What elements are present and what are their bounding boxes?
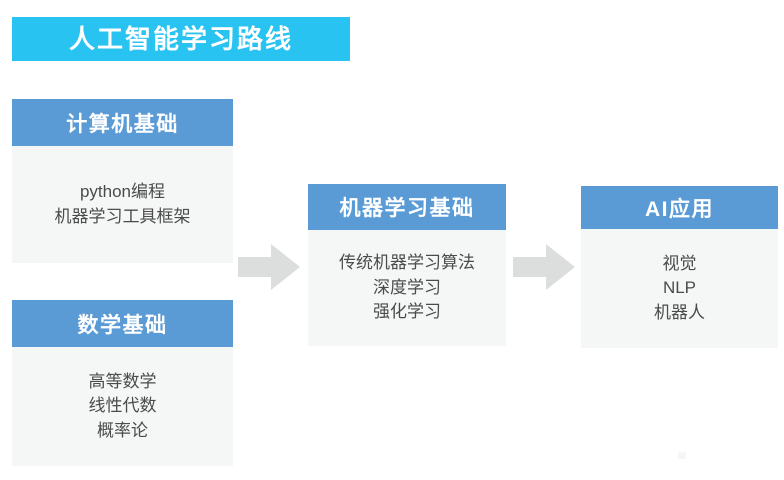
card-mathematics: 数学基础 高等数学 线性代数 概率论 bbox=[12, 300, 233, 466]
arrow-head bbox=[546, 244, 575, 290]
page-artifact bbox=[678, 452, 686, 459]
page-title: 人工智能学习路线 bbox=[68, 24, 293, 54]
card-ai-applications: AI应用 视觉 NLP 机器人 bbox=[581, 186, 778, 348]
list-item: 线性代数 bbox=[88, 396, 157, 416]
card-body-machine-learning: 传统机器学习算法 深度学习 强化学习 bbox=[308, 230, 506, 346]
card-body-ai-applications: 视觉 NLP 机器人 bbox=[581, 229, 778, 348]
list-item: NLP bbox=[662, 278, 697, 298]
card-header-mathematics: 数学基础 bbox=[12, 300, 233, 347]
card-header-ai-applications: AI应用 bbox=[581, 186, 778, 229]
list-item: 机器人 bbox=[654, 302, 705, 322]
list-item: 深度学习 bbox=[373, 277, 441, 297]
arrow-right-icon-ml-to-ai bbox=[513, 244, 575, 290]
arrow-shaft bbox=[238, 257, 274, 277]
list-item: python编程 bbox=[79, 181, 166, 201]
card-header-machine-learning: 机器学习基础 bbox=[308, 184, 506, 230]
card-body-computer-science: python编程 机器学习工具框架 bbox=[12, 146, 233, 263]
card-machine-learning: 机器学习基础 传统机器学习算法 深度学习 强化学习 bbox=[308, 184, 506, 346]
list-item: 强化学习 bbox=[373, 302, 441, 322]
card-computer-science: 计算机基础 python编程 机器学习工具框架 bbox=[12, 99, 233, 263]
page-title-banner: 人工智能学习路线 bbox=[12, 17, 350, 61]
arrow-right-icon-foundations-to-ml bbox=[238, 244, 300, 290]
arrow-head bbox=[271, 244, 300, 290]
list-item: 传统机器学习算法 bbox=[339, 253, 475, 273]
list-item: 视觉 bbox=[662, 253, 697, 273]
card-body-mathematics: 高等数学 线性代数 概率论 bbox=[12, 347, 233, 466]
list-item: 机器学习工具框架 bbox=[54, 206, 191, 226]
arrow-shaft bbox=[513, 257, 549, 277]
card-header-computer-science: 计算机基础 bbox=[12, 99, 233, 146]
list-item: 概率论 bbox=[97, 420, 148, 440]
list-item: 高等数学 bbox=[88, 371, 157, 391]
